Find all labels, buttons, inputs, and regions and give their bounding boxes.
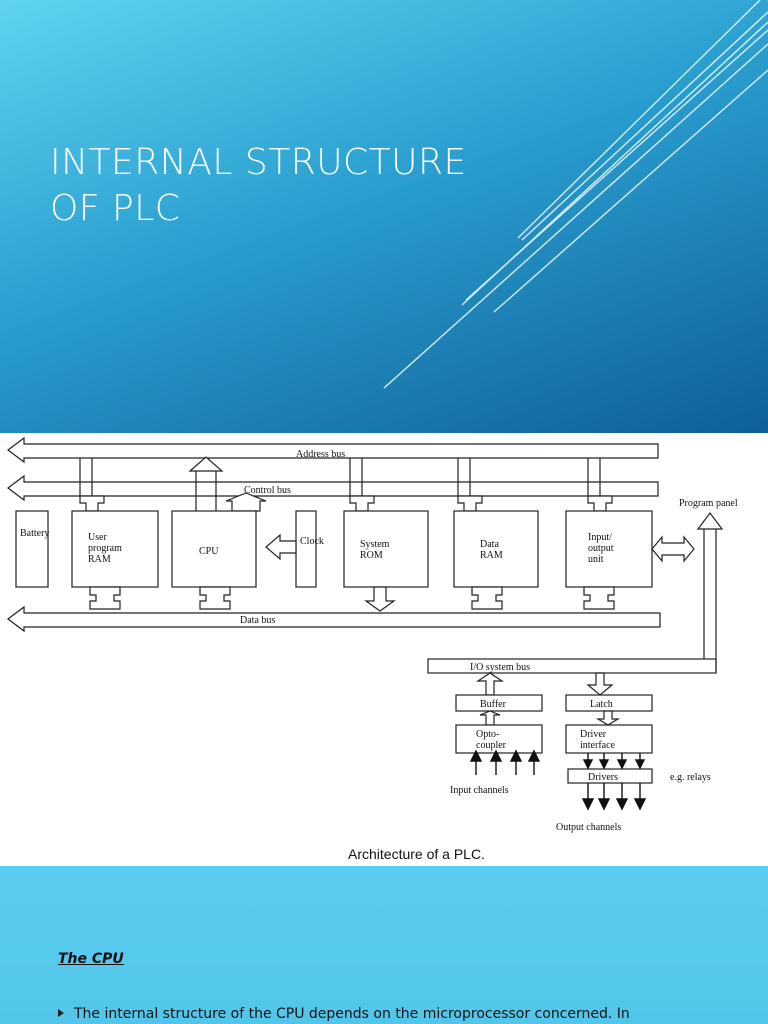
content-panel <box>0 866 768 1024</box>
battery-block <box>15 510 49 588</box>
io-unit-label-3: unit <box>588 554 604 565</box>
data-bus-label: Data bus <box>240 615 275 626</box>
system-rom-block <box>343 510 429 588</box>
opto-coupler-block <box>455 724 543 754</box>
bullet-item: The internal structure of the CPU depend… <box>58 1006 758 1022</box>
section-heading: The CPU <box>58 951 124 967</box>
slide-title: INTERNAL STRUCTURE OF PLC <box>50 142 467 229</box>
buffer-label: Buffer <box>480 699 507 710</box>
user-ram-label-2: program <box>88 543 122 554</box>
bullet-text: The internal structure of the CPU depend… <box>74 1006 630 1022</box>
cpu-label: CPU <box>199 546 219 557</box>
cpu-block <box>171 510 257 588</box>
program-panel-label: Program panel <box>679 498 738 509</box>
address-bus-label: Address bus <box>296 449 345 460</box>
system-rom-label-2: ROM <box>360 550 383 561</box>
drivers-label: Drivers <box>588 772 618 783</box>
relays-label: e.g. relays <box>670 772 711 783</box>
drivers-block <box>567 768 653 784</box>
plc-architecture-diagram: Address bus Control bus Data bus I/O sys… <box>7 436 738 862</box>
clock-label: Clock <box>300 536 324 547</box>
data-ram-label-2: RAM <box>480 550 503 561</box>
user-ram-label-3: RAM <box>88 554 111 565</box>
driver-interface-block <box>565 724 653 754</box>
input-channels-label: Input channels <box>450 785 509 796</box>
system-rom-label-1: System <box>360 539 390 550</box>
clock-block <box>295 510 317 588</box>
io-system-bus-label: I/O system bus <box>470 662 530 673</box>
io-unit-label-1: Input/ <box>588 532 612 543</box>
latch-label: Latch <box>590 699 613 710</box>
driver-interface-label-2: interface <box>580 740 616 751</box>
io-unit-label-2: output <box>588 543 614 554</box>
data-ram-label-1: Data <box>480 539 499 550</box>
bullet-triangle-icon <box>58 1009 64 1017</box>
io-unit-block <box>565 510 653 588</box>
decorative-lines <box>383 0 768 389</box>
control-bus <box>7 474 659 502</box>
title-panel: INTERNAL STRUCTURE OF PLC <box>0 0 768 433</box>
opto-label-2: coupler <box>476 740 507 751</box>
control-bus-label: Control bus <box>244 485 291 496</box>
user-ram-label-1: User <box>88 532 108 543</box>
opto-label-1: Opto- <box>476 729 499 740</box>
battery-label: Battery <box>20 528 49 539</box>
buffer-block <box>455 694 543 712</box>
data-ram-block <box>453 510 539 588</box>
figure-caption: Architecture of a PLC. <box>348 846 485 862</box>
address-bus <box>7 436 659 464</box>
data-bus <box>7 605 661 633</box>
plc-architecture-figure: Address bus Control bus Data bus I/O sys… <box>0 433 768 866</box>
output-channels-label: Output channels <box>556 822 621 833</box>
driver-interface-label-1: Driver <box>580 729 607 740</box>
